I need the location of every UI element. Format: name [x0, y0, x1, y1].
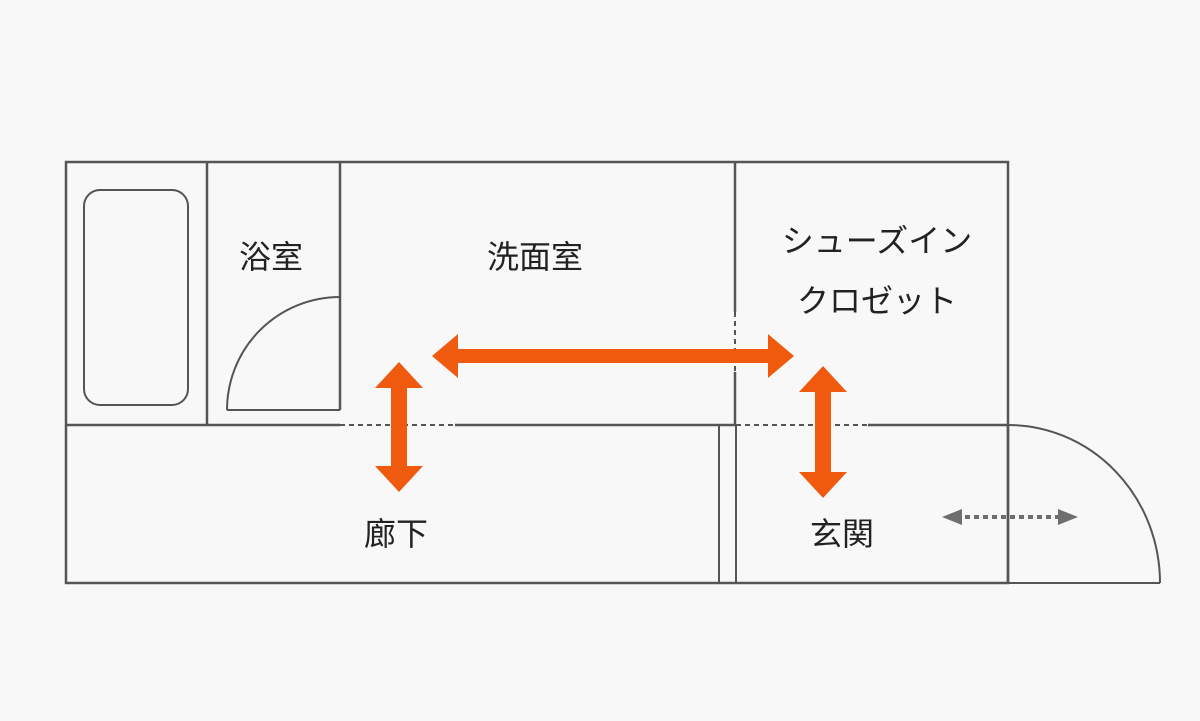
room-label-shoe-closet-line2: クロゼット — [797, 282, 957, 320]
circulation-arrows — [375, 334, 847, 498]
hallway-washroom-arrow — [375, 362, 423, 492]
room-label-hallway: 廊下 — [364, 515, 428, 553]
room-label-washroom: 洗面室 — [487, 238, 583, 276]
closet-entrance-arrow — [799, 366, 847, 498]
room-label-entrance: 玄関 — [810, 515, 874, 553]
room-label-shoe-closet-line1: シューズイン — [782, 222, 972, 260]
bathtub — [83, 189, 189, 406]
entrance-dashed-arrow — [942, 509, 1078, 525]
bathroom-door — [226, 296, 342, 411]
outer-wall — [64, 160, 1010, 585]
washroom-closet-arrow — [432, 334, 794, 378]
entrance-door — [1006, 424, 1161, 584]
room-label-bathroom: 浴室 — [239, 238, 303, 276]
entrance-divider-wall — [718, 424, 737, 584]
